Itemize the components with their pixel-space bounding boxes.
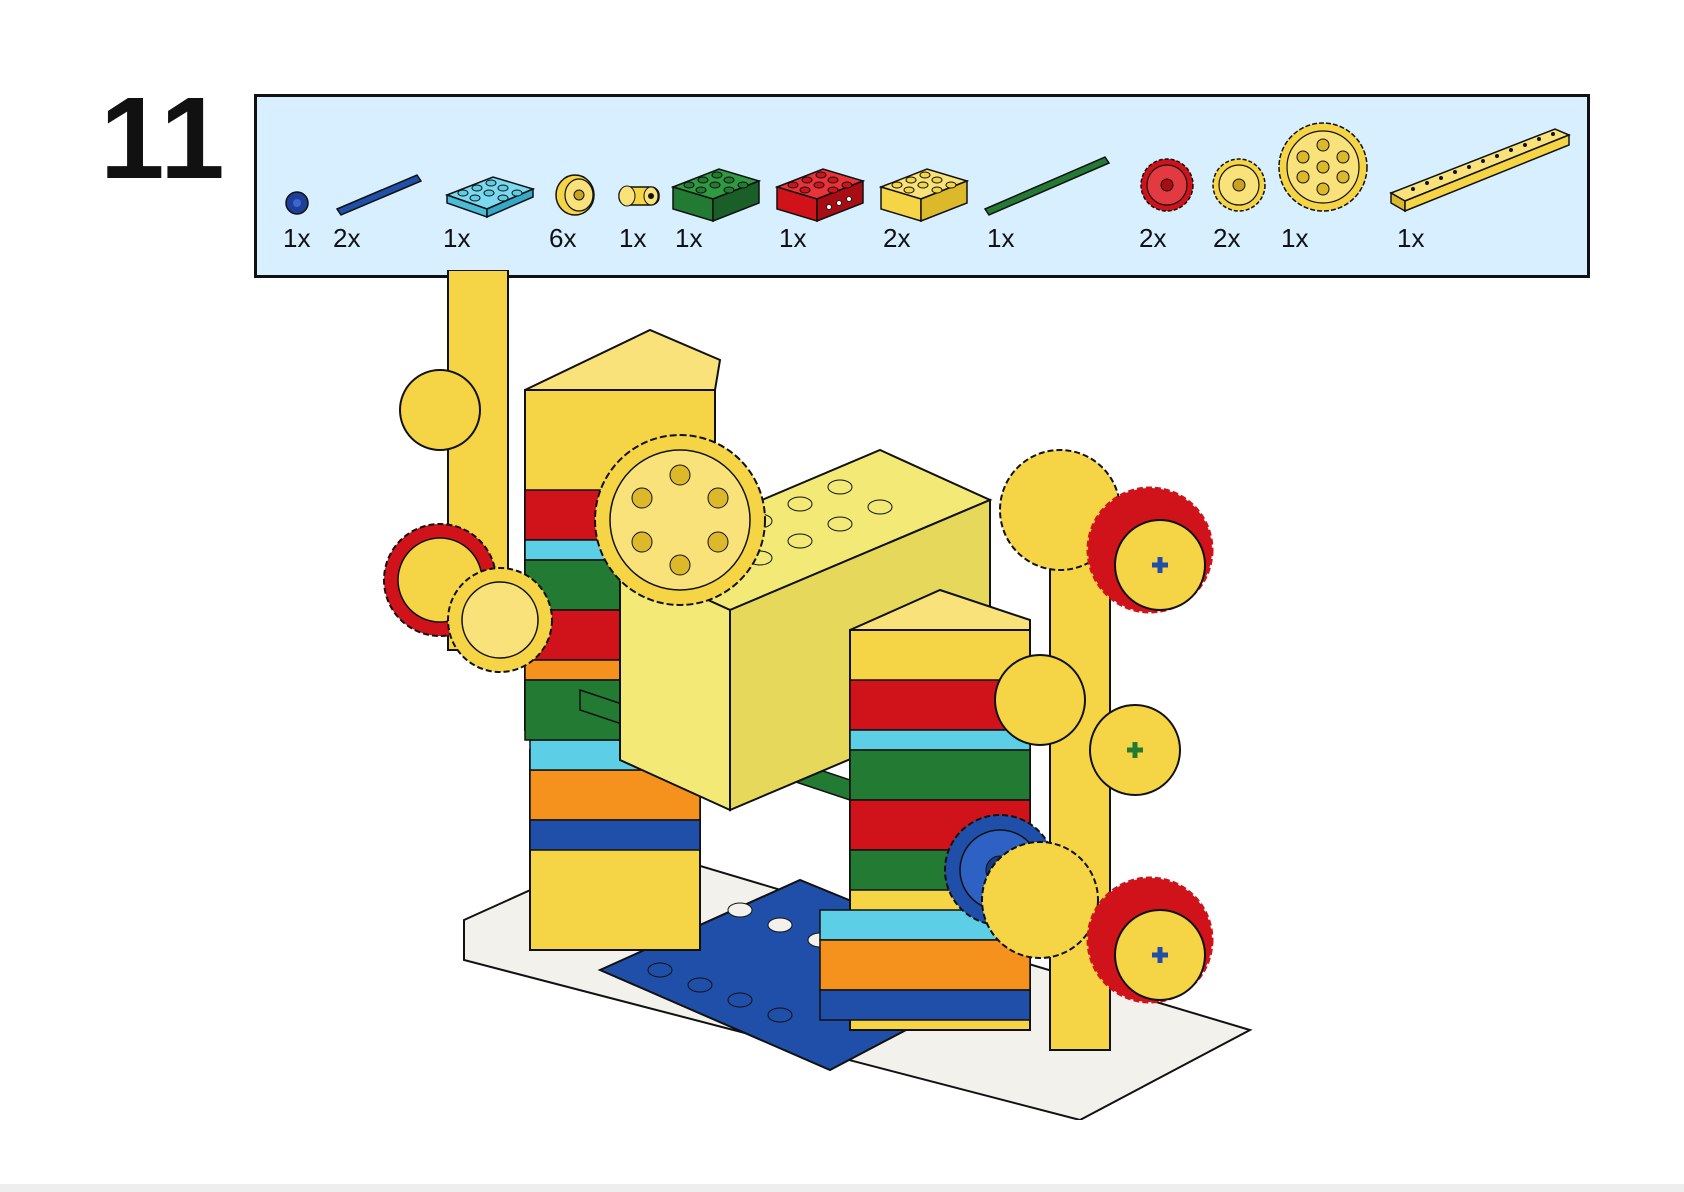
gear-icon — [1212, 158, 1266, 212]
part-qty: 2x — [1139, 223, 1167, 253]
part-pin-bush-yellow: 1x — [613, 97, 668, 275]
part-axle-blue: 2x — [333, 97, 433, 275]
brick-icon — [670, 168, 762, 223]
part-qty: 1x — [443, 223, 471, 253]
part-pin-connector: 1x — [277, 97, 317, 275]
part-qty: 2x — [883, 223, 911, 253]
part-qty: 1x — [779, 223, 807, 253]
gear-icon — [1278, 122, 1368, 212]
part-qty: 1x — [619, 223, 647, 253]
pin-connector-icon — [285, 191, 309, 215]
parts-list: 1x 2x 1x 6x — [254, 94, 1590, 278]
part-axle-green: 1x — [981, 97, 1116, 275]
part-beam-yellow: 1x — [1387, 97, 1577, 275]
step-number: 11 — [100, 73, 227, 203]
brick-icon — [878, 168, 970, 223]
part-gear-yellow: 2x — [1207, 97, 1272, 275]
part-gear-red: 2x — [1133, 97, 1198, 275]
part-qty: 1x — [675, 223, 703, 253]
part-bush-yellow: 6x — [549, 97, 604, 275]
plate-icon — [444, 176, 536, 219]
part-technic-brick-red: 1x — [773, 97, 868, 275]
part-qty: 1x — [1281, 223, 1309, 253]
part-qty: 6x — [549, 223, 577, 253]
part-qty: 1x — [283, 223, 311, 253]
part-qty: 1x — [987, 223, 1015, 253]
part-qty: 2x — [333, 223, 361, 253]
gear-icon — [1140, 158, 1194, 212]
part-brick-yellow: 2x — [877, 97, 972, 275]
technic-brick-icon — [774, 168, 866, 223]
part-qty: 1x — [1397, 223, 1425, 253]
part-gear-large-yellow: 1x — [1277, 97, 1372, 275]
bottom-bar — [0, 1184, 1684, 1192]
pin-bush-icon — [618, 185, 660, 207]
assembled-model — [383, 270, 1253, 1120]
part-brick-green: 1x — [669, 97, 764, 275]
part-qty: 2x — [1213, 223, 1241, 253]
axle-icon — [983, 156, 1111, 216]
bush-icon — [555, 174, 595, 216]
part-plate-light-blue: 1x — [443, 97, 538, 275]
axle-icon — [335, 174, 423, 216]
beam-icon — [1389, 128, 1571, 213]
